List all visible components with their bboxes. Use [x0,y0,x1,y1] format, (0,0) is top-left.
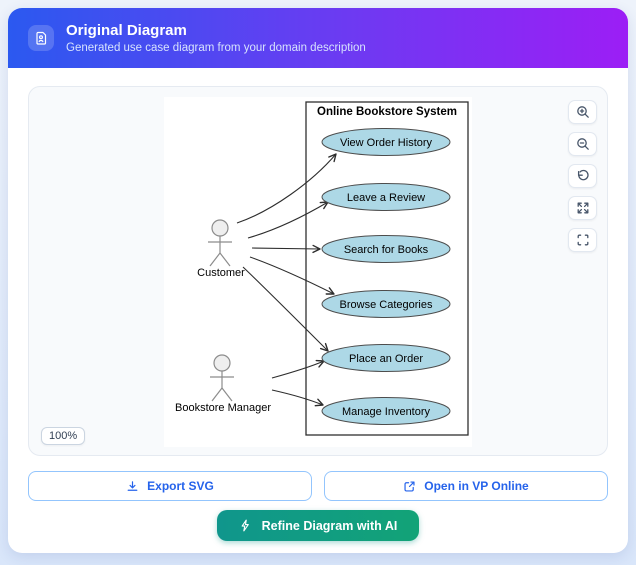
export-svg-button[interactable]: Export SVG [28,471,312,501]
rotate-ccw-icon [577,169,589,181]
canvas-controls [568,100,597,252]
edge-customer-browse-categories [249,256,335,295]
edge-customer-leave-review [247,201,329,239]
use-case-diagram: Online Bookstore System [175,101,469,436]
action-buttons-row: Export SVG Open in VP Online [28,471,608,501]
actor-bookstore-manager-label: Bookstore Manager [175,402,271,414]
expand-icon [577,202,588,214]
use-case-browse-categories[interactable]: Browse Categories [321,290,451,318]
use-case-leave-a-review[interactable]: Leave a Review [321,183,451,211]
external-link-icon [404,480,415,492]
diagram-document-icon [28,25,54,51]
diagram-panel: Online Bookstore System [28,86,608,456]
zoom-in-button[interactable] [568,100,597,124]
svg-text:Browse Categories: Browse Categories [340,299,433,311]
svg-text:View Order History: View Order History [340,137,433,149]
reset-view-button[interactable] [568,164,597,188]
refine-diagram-ai-button[interactable]: Refine Diagram with AI [216,510,420,541]
edge-customer-view-order-history [236,153,337,224]
zoom-out-button[interactable] [568,132,597,156]
edge-customer-place-order [242,266,329,352]
original-diagram-card: Original Diagram Generated use case diag… [8,8,628,553]
use-case-search-for-books[interactable]: Search for Books [321,235,451,263]
page-subtitle: Generated use case diagram from your dom… [66,41,366,54]
expand-button[interactable] [568,196,597,220]
zoom-level-badge: 100% [41,427,86,445]
actor-bookstore-manager[interactable]: Bookstore Manager [175,354,271,414]
use-case-nodes: View Order History Leave a Review Search… [321,128,451,425]
edge-manager-place-order [271,359,325,379]
use-case-place-an-order[interactable]: Place an Order [321,344,451,372]
system-boundary [305,101,469,436]
association-edges [236,153,337,407]
zoom-in-icon [576,106,589,118]
use-case-manage-inventory[interactable]: Manage Inventory [321,397,451,425]
svg-text:Search for Books: Search for Books [344,244,429,256]
svg-text:Manage Inventory: Manage Inventory [342,406,431,418]
use-case-view-order-history[interactable]: View Order History [321,128,451,156]
edge-manager-manage-inventory [271,389,324,407]
actor-customer[interactable]: Customer [197,219,245,279]
fit-screen-button[interactable] [568,228,597,252]
header-text: Original Diagram Generated use case diag… [66,22,366,53]
page-title: Original Diagram [66,22,187,40]
svg-text:Leave a Review: Leave a Review [347,192,425,204]
fit-screen-icon [577,234,588,246]
card-content: Online Bookstore System [8,68,628,541]
zoom-out-icon [576,138,589,150]
card-header: Original Diagram Generated use case diag… [8,8,628,68]
actor-customer-label: Customer [197,267,245,279]
download-icon [127,480,138,491]
svg-text:Place an Order: Place an Order [349,353,423,365]
edge-customer-search-books [251,244,321,254]
open-in-vp-online-button[interactable]: Open in VP Online [324,471,608,501]
ai-button-row: Refine Diagram with AI [28,510,608,541]
diagram-canvas[interactable]: Online Bookstore System [164,97,472,447]
system-boundary-title: Online Bookstore System [317,106,457,118]
lightning-bolt-icon [241,519,249,532]
